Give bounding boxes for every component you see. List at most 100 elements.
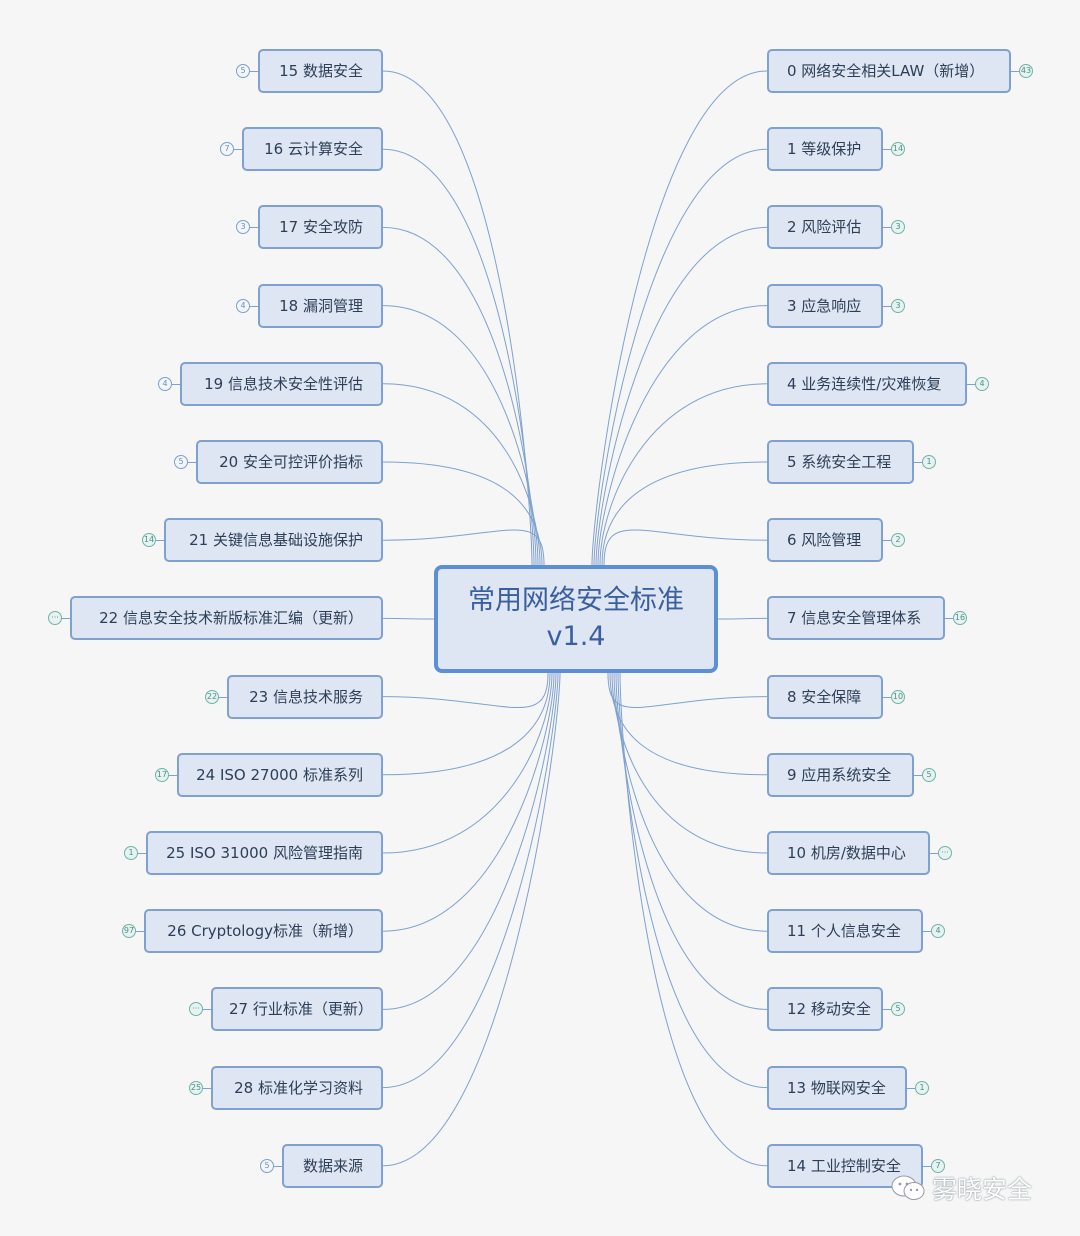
collapse-count-badge-right-14[interactable]: 7: [931, 1159, 945, 1173]
badge-connector: [923, 931, 931, 932]
collapse-count-badge-right-4[interactable]: 4: [975, 377, 989, 391]
branch-node-left-8[interactable]: 23 信息技术服务: [227, 675, 383, 719]
branch-node-label: 12 移动安全: [787, 1000, 871, 1018]
branch-node-left-6[interactable]: 21 关键信息基础设施保护: [164, 518, 383, 562]
branch-node-left-12[interactable]: 27 行业标准（更新）: [211, 987, 383, 1031]
branch-node-right-0[interactable]: 0 网络安全相关LAW（新增）: [767, 49, 1011, 93]
branch-node-label: 0 网络安全相关LAW（新增）: [787, 62, 985, 80]
branch-node-right-9[interactable]: 9 应用系统安全: [767, 753, 914, 797]
branch-node-left-11[interactable]: 26 Cryptology标准（新增）: [144, 909, 383, 953]
collapse-count-badge-right-7[interactable]: 16: [953, 611, 967, 625]
link-right-6: [603, 529, 768, 566]
badge-connector: [945, 618, 953, 619]
branch-node-left-3[interactable]: 18 漏洞管理: [258, 284, 383, 328]
root-title: 常用网络安全标准: [468, 585, 684, 616]
branch-node-left-9[interactable]: 24 ISO 27000 标准系列: [177, 753, 383, 797]
link-right-11: [613, 672, 768, 932]
collapse-count-badge-left-9[interactable]: 17: [155, 768, 169, 782]
root-node[interactable]: 常用网络安全标准 v1.4: [434, 565, 718, 673]
badge-connector: [203, 1009, 211, 1010]
branch-node-left-10[interactable]: 25 ISO 31000 风险管理指南: [146, 831, 383, 875]
branch-node-right-6[interactable]: 6 风险管理: [767, 518, 883, 562]
collapse-count-badge-left-5[interactable]: 5: [174, 455, 188, 469]
collapse-count-badge-left-2[interactable]: 3: [236, 220, 250, 234]
badge-connector: [883, 306, 891, 307]
branch-node-label: 18 漏洞管理: [279, 297, 363, 315]
branch-node-label: 3 应急响应: [787, 297, 862, 315]
collapse-count-badge-right-9[interactable]: 5: [922, 768, 936, 782]
link-left-10: [382, 672, 553, 854]
branch-node-label: 24 ISO 27000 标准系列: [196, 766, 363, 784]
link-left-13: [382, 672, 559, 1089]
branch-node-label: 22 信息安全技术新版标准汇编（更新）: [99, 609, 363, 627]
branch-node-right-8[interactable]: 8 安全保障: [767, 675, 883, 719]
branch-node-right-1[interactable]: 1 等级保护: [767, 127, 883, 171]
link-right-13: [617, 672, 768, 1089]
branch-node-label: 20 安全可控评价指标: [219, 453, 363, 471]
collapse-count-badge-right-10[interactable]: ···: [938, 846, 952, 860]
collapse-count-badge-right-13[interactable]: 1: [915, 1081, 929, 1095]
link-right-2: [595, 226, 768, 566]
link-left-6: [382, 529, 545, 566]
collapse-count-badge-left-12[interactable]: ···: [189, 1002, 203, 1016]
link-left-11: [382, 672, 555, 932]
branch-node-right-7[interactable]: 7 信息安全管理体系: [767, 596, 945, 640]
collapse-count-badge-right-2[interactable]: 3: [891, 220, 905, 234]
collapse-count-badge-right-3[interactable]: 3: [891, 299, 905, 313]
branch-node-right-4[interactable]: 4 业务连续性/灾难恢复: [767, 362, 967, 406]
link-left-3: [382, 305, 539, 566]
collapse-count-badge-right-0[interactable]: 43: [1019, 64, 1033, 78]
branch-node-label: 25 ISO 31000 风险管理指南: [166, 844, 363, 862]
collapse-count-badge-left-13[interactable]: 25: [189, 1081, 203, 1095]
collapse-count-badge-left-11[interactable]: 97: [122, 924, 136, 938]
link-right-3: [597, 305, 768, 566]
badge-connector: [274, 1166, 282, 1167]
branch-node-right-11[interactable]: 11 个人信息安全: [767, 909, 923, 953]
collapse-count-badge-right-5[interactable]: 1: [922, 455, 936, 469]
branch-node-right-2[interactable]: 2 风险评估: [767, 205, 883, 249]
branch-node-label: 数据来源: [302, 1157, 363, 1175]
link-right-14: [619, 672, 768, 1167]
badge-connector: [62, 618, 70, 619]
badge-connector: [250, 227, 258, 228]
branch-node-label: 1 等级保护: [787, 140, 862, 158]
watermark: 雾晓安全: [890, 1168, 1032, 1208]
branch-node-right-3[interactable]: 3 应急响应: [767, 284, 883, 328]
collapse-count-badge-right-12[interactable]: 5: [891, 1002, 905, 1016]
branch-node-left-4[interactable]: 19 信息技术安全性评估: [180, 362, 383, 406]
branch-node-right-5[interactable]: 5 系统安全工程: [767, 440, 914, 484]
branch-node-left-5[interactable]: 20 安全可控评价指标: [196, 440, 383, 484]
collapse-count-badge-right-11[interactable]: 4: [931, 924, 945, 938]
branch-node-label: 7 信息安全管理体系: [787, 609, 922, 627]
collapse-count-badge-left-14[interactable]: 5: [260, 1159, 274, 1173]
collapse-count-badge-left-4[interactable]: 4: [158, 377, 172, 391]
collapse-count-badge-left-3[interactable]: 4: [236, 299, 250, 313]
branch-node-left-13[interactable]: 28 标准化学习资料: [211, 1066, 383, 1110]
collapse-count-badge-right-8[interactable]: 10: [891, 690, 905, 704]
link-left-5: [382, 461, 543, 566]
collapse-count-badge-left-0[interactable]: 5: [236, 64, 250, 78]
badge-connector: [914, 462, 922, 463]
branch-node-right-12[interactable]: 12 移动安全: [767, 987, 883, 1031]
branch-node-left-0[interactable]: 15 数据安全: [258, 49, 383, 93]
branch-node-left-2[interactable]: 17 安全攻防: [258, 205, 383, 249]
collapse-count-badge-left-6[interactable]: 14: [142, 533, 156, 547]
branch-node-right-10[interactable]: 10 机房/数据中心: [767, 831, 930, 875]
link-left-0: [382, 70, 533, 566]
branch-node-left-1[interactable]: 16 云计算安全: [242, 127, 383, 171]
collapse-count-badge-left-7[interactable]: ···: [48, 611, 62, 625]
badge-connector: [156, 540, 164, 541]
collapse-count-badge-left-10[interactable]: 1: [124, 846, 138, 860]
link-right-4: [599, 383, 768, 566]
branch-node-left-14[interactable]: 数据来源: [282, 1144, 383, 1188]
branch-node-label: 15 数据安全: [279, 62, 363, 80]
collapse-count-badge-left-8[interactable]: 22: [205, 690, 219, 704]
badge-connector: [250, 71, 258, 72]
collapse-count-badge-left-1[interactable]: 7: [220, 142, 234, 156]
branch-node-left-7[interactable]: 22 信息安全技术新版标准汇编（更新）: [70, 596, 383, 640]
collapse-count-badge-right-6[interactable]: 2: [891, 533, 905, 547]
branch-node-right-13[interactable]: 13 物联网安全: [767, 1066, 907, 1110]
branch-node-label: 8 安全保障: [787, 688, 862, 706]
collapse-count-badge-right-1[interactable]: 14: [891, 142, 905, 156]
watermark-text: 雾晓安全: [932, 1175, 1033, 1204]
